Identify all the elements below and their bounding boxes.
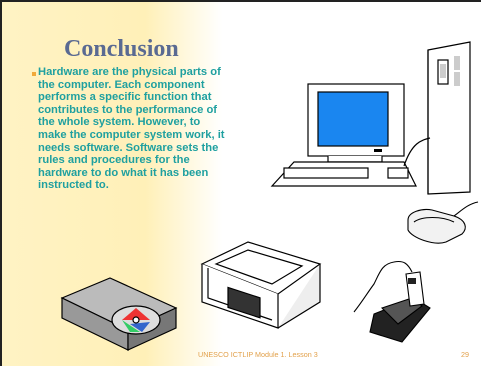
bullet-icon — [32, 72, 36, 76]
computer-icon — [270, 41, 471, 195]
mouse-icon — [407, 201, 479, 244]
cd-drive-icon — [60, 277, 178, 351]
slide-title: Conclusion — [64, 36, 179, 62]
slide-body-text: Hardware are the physical parts of the c… — [38, 66, 225, 192]
scanner-icon — [200, 241, 322, 329]
slide-footer: UNESCO ICTLIP Module 1. Lesson 3 — [198, 350, 318, 359]
adapter-plug-icon — [353, 260, 431, 343]
page-number: 29 — [461, 350, 469, 359]
